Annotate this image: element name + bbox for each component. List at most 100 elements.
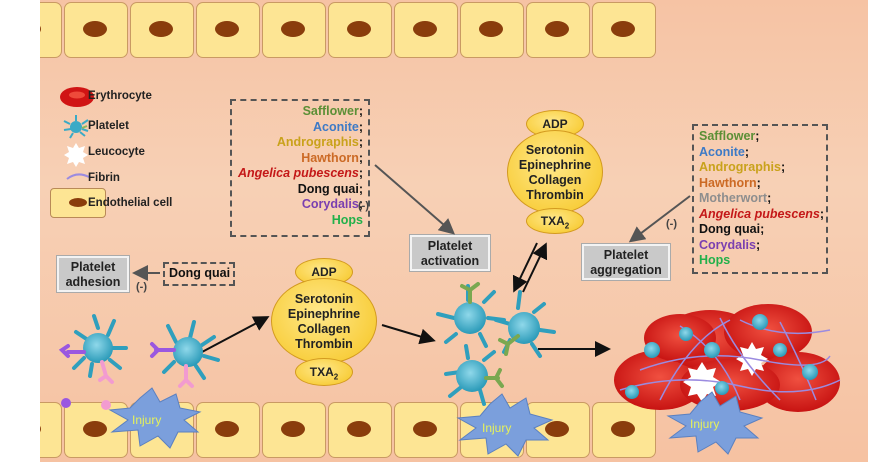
aggregation-inhibitor-item: Motherwort; xyxy=(699,191,826,207)
agonist-thrombin: Thrombin xyxy=(295,337,353,351)
injury-3: Injury xyxy=(666,391,764,455)
aggregation-inhibitor-item: Angelica pubescens; xyxy=(699,207,826,223)
nucleus xyxy=(40,421,41,437)
fibrin-icon xyxy=(66,173,90,180)
aggregation-inhibit-label: (-) xyxy=(666,218,677,230)
endothelial-cell xyxy=(394,2,458,58)
activation-inhibitor-item: Aconite; xyxy=(232,120,363,136)
endothelial-cell xyxy=(40,402,62,458)
endothelial-cell xyxy=(394,402,458,458)
activation-inhibitor-item: Andrographis; xyxy=(232,135,363,151)
agonist-serotonin-2: Serotonin xyxy=(525,143,585,157)
activation-inhibit-arrow xyxy=(374,164,456,235)
aggregation-inhibitor-separator: ; xyxy=(767,191,772,205)
aggregation-inhibitor-name: Aconite xyxy=(699,144,745,159)
endothelial-cell xyxy=(64,402,128,458)
activation-inhibitor-separator: ; xyxy=(358,166,363,180)
endothelial-cell xyxy=(262,402,326,458)
nucleus xyxy=(545,21,569,37)
endothelial-cell-icon xyxy=(50,188,106,218)
agonist-collagen-2: Collagen xyxy=(528,173,582,187)
agonist-thrombin-2: Thrombin xyxy=(526,188,584,202)
activated-platelet-1 xyxy=(436,282,506,348)
injury-label-1: Injury xyxy=(132,413,161,427)
agonist-to-activation-arrow xyxy=(381,324,436,345)
agonist-epinephrine: Epinephrine xyxy=(287,307,361,321)
diagram-graphics: Injury Injury Injury xyxy=(58,164,841,457)
activation-to-txa2-arrow xyxy=(522,242,548,293)
agonist-collagen: Collagen xyxy=(297,322,351,336)
aggregation-inhibitor-separator: ; xyxy=(819,206,825,221)
adhesion-line-1: Platelet xyxy=(70,260,116,274)
aggregation-inhibitor-name: Motherwort xyxy=(699,191,768,205)
adhesion-line-2: adhesion xyxy=(65,275,121,289)
aggregation-inhibitor-separator: ; xyxy=(744,144,750,159)
nucleus xyxy=(479,21,503,37)
aggregation-inhibit-arrow xyxy=(628,195,691,243)
aggregation-inhibitor-name: Safflower xyxy=(699,129,756,143)
legend-label-platelet: Platelet xyxy=(88,120,129,132)
aggregation-inhibitor-name: Corydalis xyxy=(699,237,756,252)
activation-inhibitor-name: Andrographis xyxy=(276,135,359,149)
adhering-platelet-1 xyxy=(58,314,128,410)
activation-inhibitor-item: Corydalis; xyxy=(232,197,363,213)
nucleus xyxy=(83,21,107,37)
adhesion-inhibit-label: (-) xyxy=(136,281,147,293)
endothelial-cell xyxy=(592,402,656,458)
aggregation-inhibitor-item: Hawthorn; xyxy=(699,176,826,192)
activation-line-2: activation xyxy=(420,254,480,268)
nucleus xyxy=(611,421,635,437)
agonist-serotonin: Serotonin xyxy=(294,292,354,306)
aggregation-inhibitor-separator: ; xyxy=(756,175,761,190)
injury-label-3: Injury xyxy=(690,417,719,431)
activation-inhibitor-item: Angelica pubescens; xyxy=(232,166,363,182)
activation-inhibitor-name: Aconite xyxy=(312,119,359,134)
txa2-to-activation-arrow xyxy=(512,242,538,293)
activation-inhibitor-name: Safflower xyxy=(302,104,359,118)
legend-label-leucocyte: Leucocyte xyxy=(88,146,145,158)
endothelial-cell xyxy=(592,2,656,58)
activation-inhibitor-name: Corydalis xyxy=(301,197,359,211)
activated-platelet-3 xyxy=(444,344,504,406)
activation-inhibitor-box: Safflower;Aconite;Andrographis;Hawthorn;… xyxy=(230,99,370,237)
nucleus xyxy=(545,421,569,437)
endothelial-cell xyxy=(262,2,326,58)
aggregation-inhibitor-item: Aconite; xyxy=(699,145,826,161)
activation-inhibitor-separator: ; xyxy=(358,119,363,134)
aggregation-inhibitor-separator: ; xyxy=(755,237,761,252)
thrombus xyxy=(614,304,841,412)
endothelial-cell xyxy=(40,2,62,58)
aggregation-inhibitor-name: Andrographis xyxy=(699,160,781,174)
nucleus xyxy=(149,21,173,37)
endothelial-cell xyxy=(196,2,260,58)
activation-inhibitor-separator: ; xyxy=(358,197,363,211)
endothelial-cell xyxy=(328,2,392,58)
aggregation-inhibitor-name: Angelica pubescens xyxy=(699,206,820,221)
thrombosis-diagram: Erythrocyte Platelet Leucocyte Fibrin En… xyxy=(40,0,868,462)
activation-inhibitor-name: Angelica pubescens xyxy=(237,166,359,180)
activation-line-1: Platelet xyxy=(427,239,473,253)
injury-2: Injury xyxy=(456,393,554,457)
endothelial-cell xyxy=(196,402,260,458)
legend-label-erythrocyte: Erythrocyte xyxy=(88,90,152,102)
txa2-oval: TXA2 xyxy=(295,358,353,386)
aggregation-inhibitor-item: Dong quai; xyxy=(699,222,826,238)
aggregation-inhibitor-item: Corydalis; xyxy=(699,238,826,254)
aggregation-inhibitor-name: Hops xyxy=(699,253,731,267)
activation-inhibitor-item: Hawthorn; xyxy=(232,151,363,167)
aggregation-inhibitor-item: Hops xyxy=(699,253,826,269)
adhering-platelet-2 xyxy=(150,320,220,388)
aggregation-inhibitor-item: Safflower; xyxy=(699,129,826,145)
aggregation-line-2: aggregation xyxy=(590,263,662,277)
nucleus xyxy=(215,421,239,437)
nucleus xyxy=(83,421,107,437)
activated-platelet-2 xyxy=(494,290,556,358)
aggregation-inhibitor-box: Safflower;Aconite;Andrographis;Hawthorn;… xyxy=(692,124,828,274)
endothelial-cell xyxy=(328,402,392,458)
aggregation-inhibitor-separator: ; xyxy=(755,129,760,143)
txa2-subscript: 2 xyxy=(333,372,339,382)
thrombus-platelets xyxy=(625,314,818,399)
activation-inhibitor-separator: ; xyxy=(358,135,363,149)
activation-inhibitor-name: Dong quai xyxy=(297,181,359,196)
txa2-label: TXA xyxy=(309,365,334,379)
